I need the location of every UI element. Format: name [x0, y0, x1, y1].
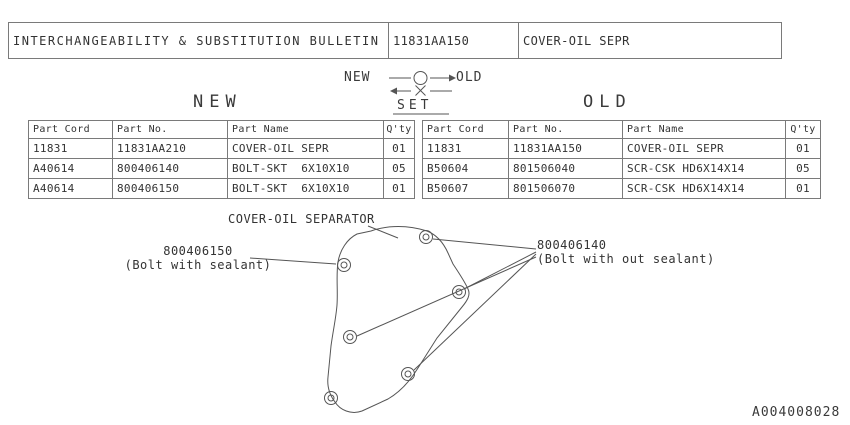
cell-part-name: COVER-OIL SEPR	[227, 138, 384, 159]
col-header-qty: Q'ty	[383, 120, 415, 139]
bolt-hole	[452, 285, 466, 299]
exchange-old-label: OLD	[456, 70, 483, 85]
separator-part-label: COVER-OIL SEPARATOR	[228, 212, 375, 226]
col-header-part-cord: Part Cord	[422, 120, 509, 139]
ok-circle-icon	[413, 71, 428, 85]
arrow-left-icon	[390, 87, 452, 95]
left-bolt-callout: 800406150 (Bolt with sealant)	[110, 244, 286, 272]
cell-part-no: 11831AA210	[112, 138, 228, 159]
new-section-title: NEW	[193, 92, 242, 112]
table-row: B50607 801506070 SCR-CSK HD6X14X14 01	[422, 178, 821, 199]
cell-qty: 01	[383, 178, 415, 199]
col-header-part-name: Part Name	[622, 120, 786, 139]
cell-part-name: COVER-OIL SEPR	[622, 138, 786, 159]
cell-part-cord: B50607	[422, 178, 509, 199]
exchange-new-label: NEW	[344, 70, 371, 85]
cell-part-name: SCR-CSK HD6X14X14	[622, 158, 786, 179]
old-section-title: OLD	[583, 92, 632, 112]
exchange-set-label: SET	[397, 98, 433, 113]
right-bolt-part-no: 800406140	[537, 238, 607, 252]
cell-part-cord: A40614	[28, 178, 113, 199]
table-header-row: Part Cord Part No. Part Name Q'ty	[422, 120, 821, 139]
right-callout-leader-line	[432, 238, 537, 250]
bulletin-title: INTERCHANGEABILITY & SUBSTITUTION BULLET…	[8, 22, 389, 59]
cell-part-cord: A40614	[28, 158, 113, 179]
table-row: A40614 800406140 BOLT-SKT 6X10X10 05	[28, 158, 415, 179]
cell-part-cord: B50604	[422, 158, 509, 179]
right-callout-leader-line	[413, 253, 537, 371]
cell-qty: 05	[785, 158, 821, 179]
col-header-part-no: Part No.	[112, 120, 228, 139]
table-row: 11831 11831AA210 COVER-OIL SEPR 01	[28, 138, 415, 159]
cell-qty: 01	[383, 138, 415, 159]
bulletin-part-no: 11831AA150	[388, 22, 519, 59]
right-callout-leader-line	[356, 256, 537, 337]
cell-part-name: SCR-CSK HD6X14X14	[622, 178, 786, 199]
callout-lines	[249, 225, 537, 371]
old-parts-table: Part Cord Part No. Part Name Q'ty 11831 …	[422, 120, 821, 199]
cell-qty: 01	[785, 178, 821, 199]
new-parts-table: Part Cord Part No. Part Name Q'ty 11831 …	[28, 120, 415, 199]
cell-part-cord: 11831	[422, 138, 509, 159]
separator-outline	[327, 226, 470, 413]
cell-part-no: 800406140	[112, 158, 228, 179]
part-label-leader-line	[367, 225, 399, 239]
cell-part-no: 801506040	[508, 158, 623, 179]
cell-part-no: 801506070	[508, 178, 623, 199]
left-bolt-part-no: 800406150	[163, 244, 233, 258]
col-header-part-no: Part No.	[508, 120, 623, 139]
right-bolt-callout: 800406140 (Bolt with out sealant)	[537, 238, 715, 266]
right-callout-leader-line	[463, 251, 537, 290]
document-id: A004008028	[752, 405, 841, 420]
cell-qty: 01	[785, 138, 821, 159]
left-bolt-note: (Bolt with sealant)	[124, 258, 272, 272]
bolt-holes	[324, 230, 466, 405]
table-header-row: Part Cord Part No. Part Name Q'ty	[28, 120, 415, 139]
cell-part-name: BOLT-SKT 6X10X10	[227, 178, 384, 199]
cell-qty: 05	[383, 158, 415, 179]
bolt-hole	[343, 330, 357, 344]
bolt-hole	[337, 258, 351, 272]
table-row: A40614 800406150 BOLT-SKT 6X10X10 01	[28, 178, 415, 199]
bolt-hole	[324, 391, 338, 405]
cell-part-cord: 11831	[28, 138, 113, 159]
table-row: 11831 11831AA150 COVER-OIL SEPR 01	[422, 138, 821, 159]
cell-part-no: 800406150	[112, 178, 228, 199]
bulletin-part-name: COVER-OIL SEPR	[518, 22, 782, 59]
right-bolt-note: (Bolt with out sealant)	[537, 252, 715, 266]
col-header-qty: Q'ty	[785, 120, 821, 139]
bolt-hole	[419, 230, 433, 244]
col-header-part-name: Part Name	[227, 120, 384, 139]
bolt-hole	[401, 367, 415, 381]
bulletin-header-table: INTERCHANGEABILITY & SUBSTITUTION BULLET…	[8, 22, 782, 59]
table-row: B50604 801506040 SCR-CSK HD6X14X14 05	[422, 158, 821, 179]
arrow-right-icon	[389, 74, 456, 82]
cell-part-no: 11831AA150	[508, 138, 623, 159]
col-header-part-cord: Part Cord	[28, 120, 113, 139]
cell-part-name: BOLT-SKT 6X10X10	[227, 158, 384, 179]
ng-cross-icon	[415, 85, 426, 96]
